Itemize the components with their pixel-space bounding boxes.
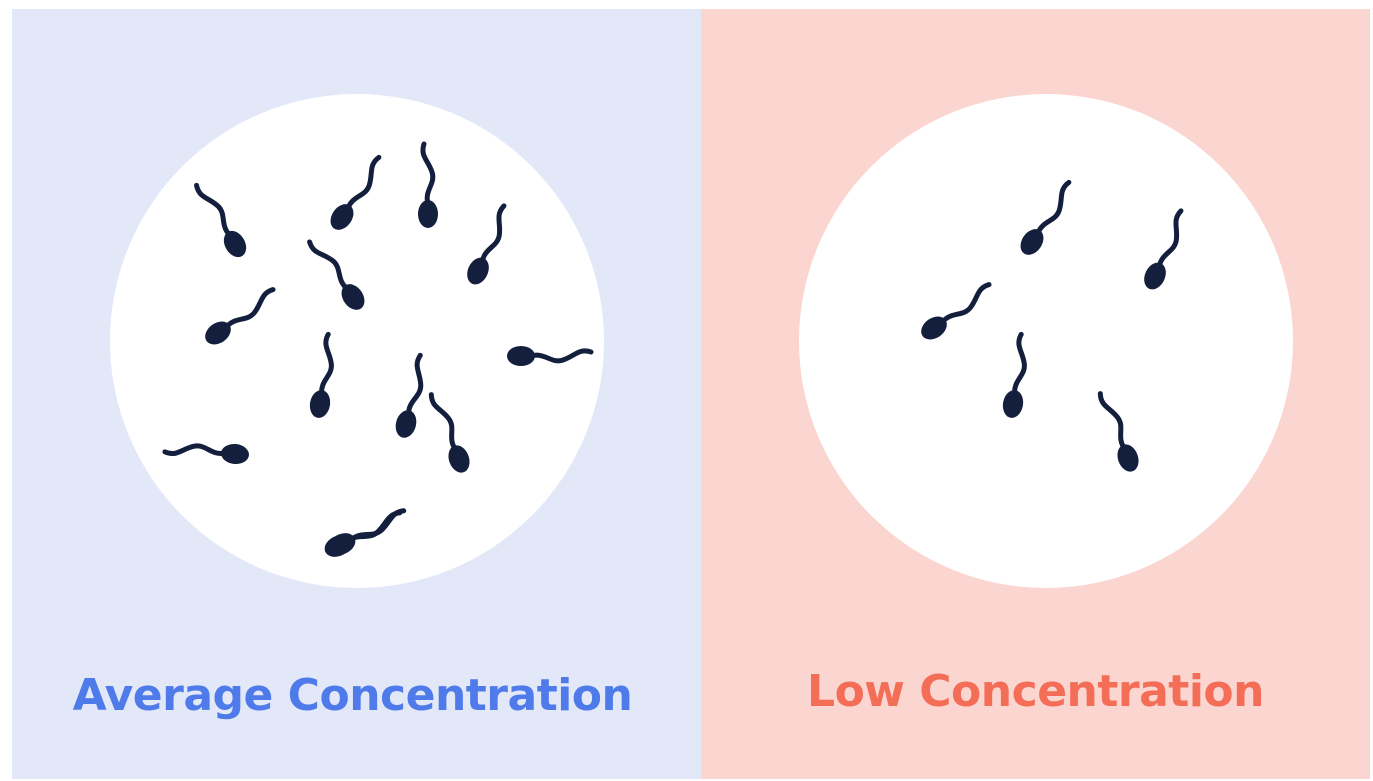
sperm-tail (319, 331, 334, 397)
sperm-cell-icon (507, 346, 594, 366)
sperm-tail (406, 352, 424, 417)
sperm-cell-icon (307, 239, 365, 310)
sperm-head (1020, 229, 1044, 255)
sperm-head (205, 321, 231, 345)
sperm-cell-icon (330, 154, 382, 230)
sperm-head (418, 200, 438, 228)
sperm-cell-icon (162, 443, 249, 465)
sperm-cell-icon (1097, 391, 1139, 472)
sperm-tail (428, 392, 459, 453)
sperm-cell-icon (205, 287, 276, 345)
sperm-tail (162, 443, 228, 457)
low-concentration-panel: Low Concentration (701, 9, 1370, 779)
sperm-head (330, 204, 354, 230)
sperm-cell-icon (328, 508, 407, 555)
sperm-tail (528, 348, 594, 364)
sperm-head (341, 284, 365, 310)
sperm-tail (1012, 331, 1027, 397)
average-concentration-panel: Average Concentration (12, 9, 701, 779)
sperm-head (223, 230, 247, 258)
sperm-head (221, 443, 249, 465)
panel-caption: Low Concentration (807, 666, 1264, 717)
sperm-tail (1035, 179, 1072, 237)
comparison-figure: Average Concentration Low Concentration (12, 9, 1370, 779)
sperm-tail (223, 287, 276, 330)
sperm-cell-icon (309, 331, 334, 418)
sperm-cells-group (162, 141, 594, 557)
sperm-tail (939, 282, 992, 325)
sperm-tail (420, 141, 436, 207)
sperm-head (507, 346, 535, 366)
sperm-head (395, 410, 417, 438)
sperm-cell-icon (1002, 331, 1027, 418)
sperm-cell-icon (395, 352, 424, 438)
sperm-head (309, 390, 331, 418)
sperm-cell-icon (418, 141, 438, 228)
sperm-tail (1097, 391, 1128, 452)
sperm-cell-icon (1144, 208, 1184, 290)
panel-caption: Average Concentration (72, 670, 633, 721)
sperm-tail (1156, 208, 1184, 270)
sperm-head (1117, 444, 1139, 472)
sperm-cell-icon (194, 182, 247, 258)
sperm-tail (345, 154, 382, 212)
sperm-head (921, 316, 947, 340)
sperm-cell-icon (1020, 179, 1072, 255)
sperm-tail (194, 182, 233, 238)
sperm-head (1002, 390, 1024, 418)
sample-dish (799, 94, 1293, 588)
sperm-head (328, 533, 356, 555)
sperm-tail (307, 239, 350, 292)
sperm-tail (348, 508, 407, 543)
sperm-cell-icon (467, 203, 507, 285)
sperm-cell-icon (428, 392, 470, 473)
sperm-head (467, 257, 489, 285)
sample-dish (110, 94, 604, 588)
sperm-head (1144, 262, 1166, 290)
sperm-cell-icon (921, 282, 992, 340)
sperm-tail (479, 203, 507, 265)
sperm-cells-group (921, 179, 1184, 472)
sperm-head (448, 445, 470, 473)
